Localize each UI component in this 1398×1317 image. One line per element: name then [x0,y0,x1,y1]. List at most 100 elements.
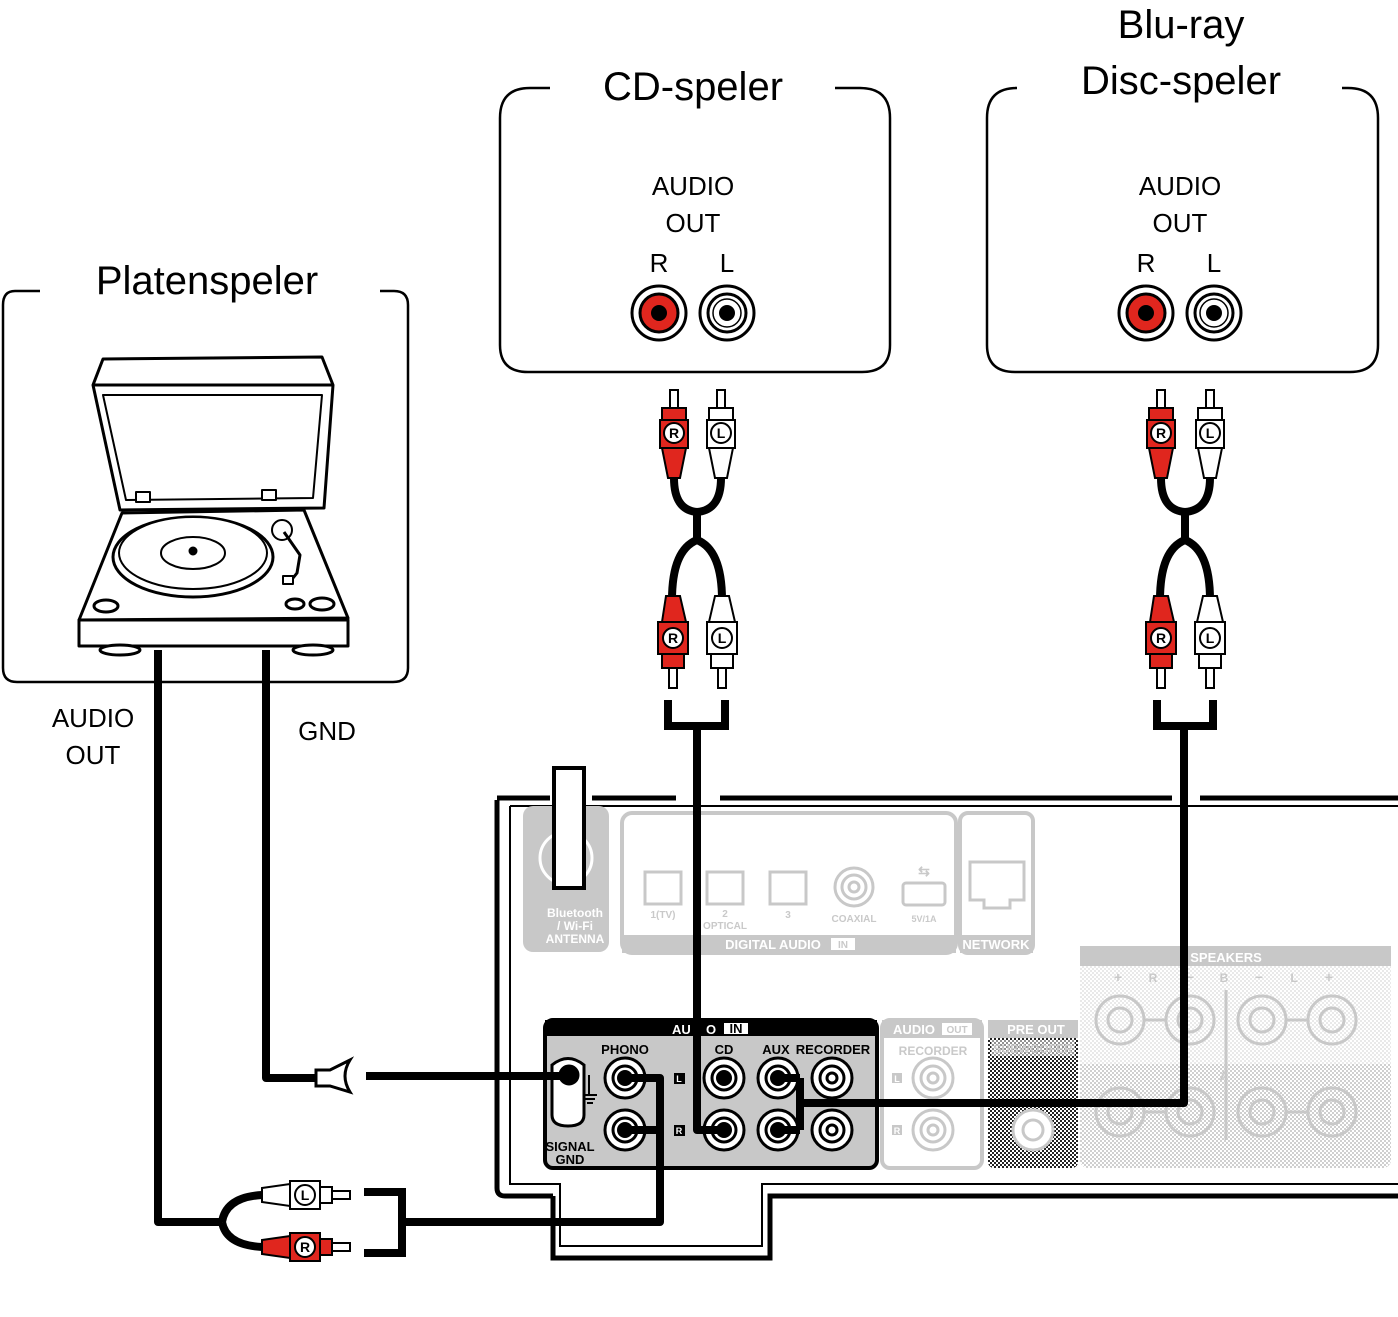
bluray-upper-plug-l: L [1195,389,1225,479]
digital-audio-label: DIGITAL AUDIO [725,937,821,952]
audio-in-label-right: O [706,1022,716,1037]
phono-cable-assembly: L R [218,1180,406,1262]
cd-player-device: CD-speler AUDIO OUT R L [498,65,892,374]
audio-out-ch-l: L [894,1074,900,1084]
speaker-mark-1: + [1114,969,1122,985]
speaker-mark-4: B [1220,971,1229,985]
bluray-player-device: Blu-ray Disc-speler AUDIO OUT R L [985,3,1380,374]
bluray-title-line1: Blu-ray [1118,3,1245,47]
cd-cable-assembly: R L R L [657,389,738,730]
optical-3-label: 3 [785,910,791,921]
bluray-lower-plug-r: R [1145,595,1177,689]
audio-in-badge: IN [730,1021,743,1036]
bluray-title-line2: Disc-speler [1081,59,1281,103]
pre-out-label: PRE OUT [1007,1022,1065,1037]
optical-1-label: 1(TV) [651,910,676,921]
gnd-fork-connector [314,1056,355,1095]
phono-plug-l: L [261,1180,351,1210]
turntable-device: Platenspeler [1,259,410,770]
bluray-jack-r [1117,284,1175,342]
signal-gnd-label-2: GND [556,1152,585,1167]
phono-plug-r: R [261,1232,351,1262]
recorder-input-label: RECORDER [796,1042,871,1057]
network-section: NETWORK [958,811,1035,955]
cd-upper-plug-r-label: R [669,425,679,441]
audio-out-label: AUDIO [893,1022,935,1037]
digital-audio-section: 1(TV) 2 OPTICAL 3 COAXIAL ⇆ 5V/1A DIGITA… [620,811,958,955]
pre-out-section: PRE OUT SUBWOOFER [988,1020,1078,1168]
cd-audio-out-line1: AUDIO [652,171,734,201]
bluray-upper-plug-r-label: R [1156,425,1166,441]
bluray-lower-plug-l-label: L [1206,630,1215,646]
aux-label: AUX [762,1042,790,1057]
turntable-audio-out-line1: AUDIO [52,703,134,733]
bluray-l-label: L [1207,248,1221,278]
bluray-audio-out-line2: OUT [1153,208,1208,238]
speaker-mark-6: L [1290,971,1297,985]
turntable-title: Platenspeler [96,259,318,303]
cd-r-label: R [650,248,669,278]
bluray-lower-plug-l: L [1194,595,1226,689]
phono-plug-r-label: R [300,1239,310,1255]
cables [154,650,1188,1226]
receiver-rear-panel: Bluetooth / Wi-Fi ANTENNA 1(TV) 2 OPTICA… [494,766,1398,1261]
audio-out-recorder-label: RECORDER [899,1044,968,1058]
signal-gnd-label-1: SIGNAL [545,1139,594,1154]
audio-out-ch-r: R [894,1126,901,1136]
speaker-mark-7: + [1325,969,1333,985]
antenna-label-2: / Wi-Fi [557,919,593,933]
turntable-gnd-cable [262,650,318,1082]
audio-in-jacks [603,1056,854,1152]
turntable-icon [77,355,350,657]
optical-2-label: 2 [722,909,728,920]
cd-upper-plug-l: L [706,389,736,479]
bluray-cable-assembly: R L R L [1145,389,1226,730]
phono-plug-l-label: L [301,1187,310,1203]
phono-cable [398,1074,664,1226]
phono-ch-r: R [676,1126,683,1136]
turntable-audio-cable [154,650,222,1226]
cd-lower-plug-r: R [657,595,689,689]
subwoofer-label: SUBWOOFER [993,1042,1073,1056]
speaker-mark-5: − [1255,969,1263,985]
network-label: NETWORK [962,937,1030,952]
speakers-section: SPEAKERS + R − B − L + A [1080,946,1391,1168]
speaker-mark-2: R [1149,971,1158,985]
audio-in-panel: AU O IN PHONO CD AUX RECORDER SIGNAL GND… [543,1018,879,1170]
audio-out-section: AUDIO OUT RECORDER L R [880,1018,984,1170]
bluray-upper-plug-r: R [1146,389,1176,479]
coaxial-label: COAXIAL [832,914,877,925]
phono-ch-l: L [676,1074,682,1084]
bluray-upper-plug-l-label: L [1206,425,1215,441]
digital-in-badge: IN [838,940,848,951]
bluray-cable [800,726,1188,1107]
cd-audio-out-line2: OUT [666,208,721,238]
cd-lower-plug-r-label: R [668,630,678,646]
bluray-lower-plug-r-label: R [1156,630,1166,646]
usb-label: 5V/1A [911,914,937,924]
cd-cable [693,726,730,1134]
antenna-label-1: Bluetooth [547,906,603,920]
speakers-label: SPEAKERS [1190,950,1262,965]
cd-input-label: CD [715,1042,734,1057]
cd-upper-plug-l-label: L [717,425,726,441]
turntable-audio-out-line2: OUT [66,740,121,770]
bluray-jack-l [1185,284,1243,342]
optical-label: OPTICAL [703,921,747,932]
antenna-label-3: ANTENNA [546,932,605,946]
audio-in-label-left: AU [672,1022,691,1037]
usb-icon: ⇆ [918,863,930,879]
cd-l-label: L [720,248,734,278]
speaker-mark-3: − [1186,969,1194,985]
antenna-section: Bluetooth / Wi-Fi ANTENNA [523,766,609,952]
bluray-r-label: R [1137,248,1156,278]
cd-lower-plug-l-label: L [718,630,727,646]
cd-upper-plug-r: R [659,389,689,479]
speaker-a-label: A [1220,1069,1229,1083]
cd-jack-r [630,284,688,342]
bluray-audio-out-line1: AUDIO [1139,171,1221,201]
audio-out-badge: OUT [946,1025,967,1036]
cd-player-title: CD-speler [603,65,783,109]
turntable-gnd-label: GND [298,716,356,746]
